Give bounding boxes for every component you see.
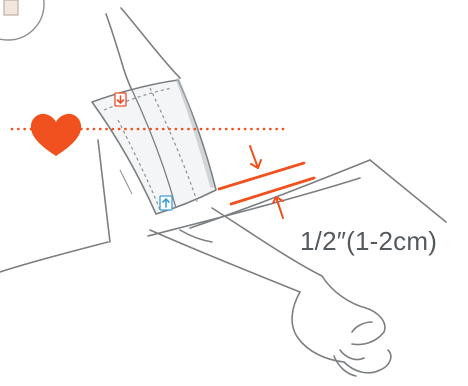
blood-pressure-cuff bbox=[92, 80, 216, 214]
hand-outline bbox=[292, 276, 391, 376]
forearm-outline bbox=[150, 208, 322, 292]
heart-icon bbox=[31, 114, 81, 156]
measure-arrow-top bbox=[250, 146, 261, 168]
cuff-bottom-marker bbox=[160, 196, 172, 210]
corner-badge bbox=[0, 0, 44, 40]
measurement-label: 1/2″(1-2cm) bbox=[300, 226, 437, 256]
measurement-guides bbox=[219, 163, 314, 204]
measure-arrow-bottom bbox=[273, 197, 283, 218]
cuff-top-marker bbox=[115, 93, 126, 106]
